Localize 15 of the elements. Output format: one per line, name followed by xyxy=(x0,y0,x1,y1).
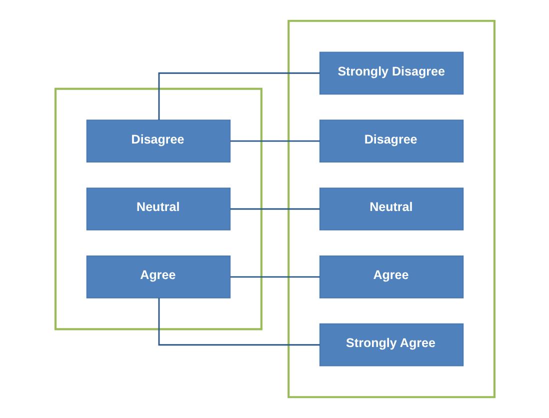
connector xyxy=(158,298,320,346)
node-box: Strongly Disagree xyxy=(318,52,464,95)
cluster xyxy=(54,88,262,330)
node-box: Neutral xyxy=(318,188,464,230)
node-box: Strongly Agree xyxy=(318,323,464,366)
node-box: Agree xyxy=(318,256,464,298)
connector xyxy=(230,276,320,278)
connector xyxy=(230,140,320,142)
node-box: Neutral xyxy=(86,188,230,230)
node-box: Disagree xyxy=(86,120,230,162)
node-box: Agree xyxy=(86,256,230,298)
connector xyxy=(158,72,320,120)
cluster xyxy=(287,20,495,398)
node-box: Disagree xyxy=(318,120,464,162)
connector xyxy=(230,208,320,210)
